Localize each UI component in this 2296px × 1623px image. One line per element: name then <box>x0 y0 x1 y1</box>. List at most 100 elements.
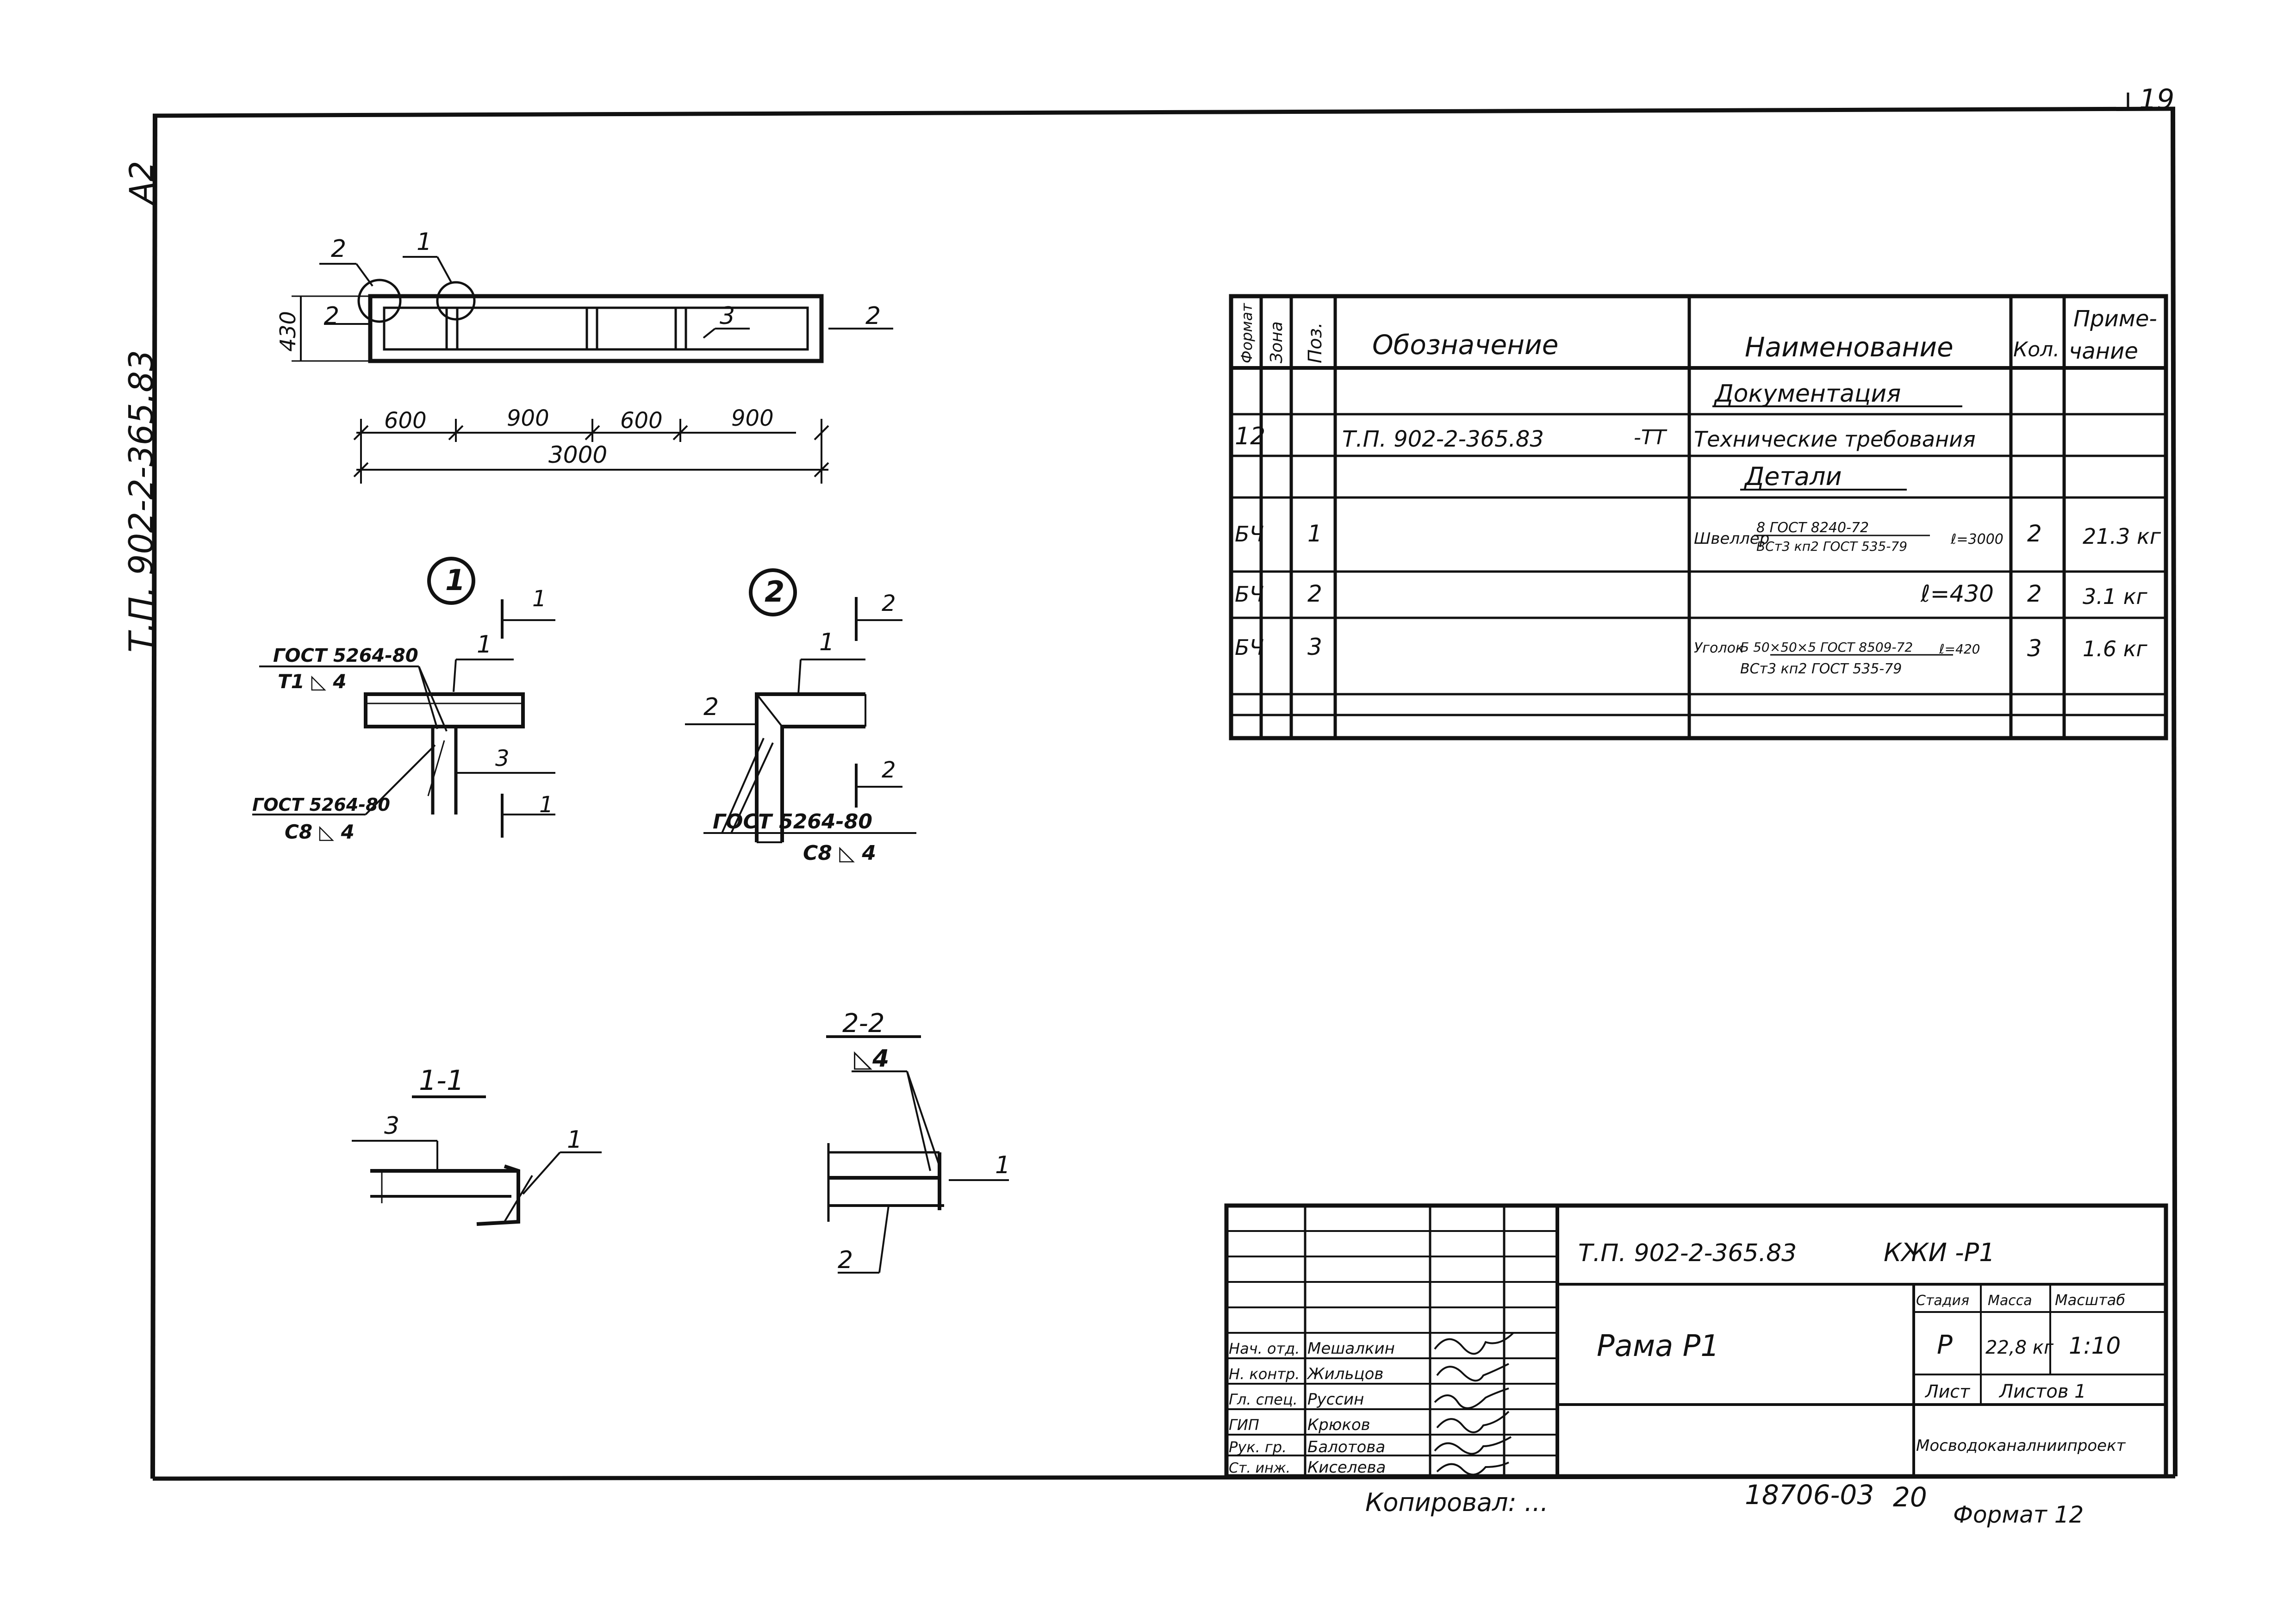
spec-header-designation: Обозначение <box>1372 329 1558 361</box>
stamp-signer-name-1: Мешалкин <box>1307 1339 1395 1358</box>
stamp-scale: 1:10 <box>2069 1332 2121 1359</box>
node-2-weld-symbol: С8 ◺ 4 <box>803 841 876 865</box>
title-block <box>1224 1203 2168 1479</box>
stamp-signer-role-3: Гл. спец. <box>1229 1391 1298 1408</box>
spec-table <box>1229 294 2168 740</box>
elevation-total-dim: 3000 <box>548 442 607 468</box>
stamp-col-stage: Стадия <box>1916 1293 1969 1309</box>
spec-row-6-name-top: Б 50×50×5 ГОСТ 8509-72 <box>1740 640 1913 655</box>
section-1-1-label-3: 3 <box>384 1112 399 1140</box>
node-1-weld-bot-symbol: С8 ◺ 4 <box>285 821 355 843</box>
stamp-signer-name-3: Руссин <box>1307 1390 1364 1409</box>
elevation-dim-4: 900 <box>731 405 774 431</box>
spec-row-2-designation: Т.П. 902-2-365.83 <box>1342 426 1544 452</box>
node-2-label-2: 2 <box>703 693 719 721</box>
node-1-number: 1 <box>445 563 465 597</box>
spec-row-2-format: 12 <box>1235 423 1265 450</box>
section-2-2-title: 2-2 <box>842 1008 884 1038</box>
spec-row-6-pos: 3 <box>1307 634 1322 660</box>
spec-row-4-pos: 1 <box>1307 520 1322 547</box>
stamp-signer-name-6: Киселева <box>1307 1458 1386 1477</box>
node-1-label-3: 3 <box>495 746 510 771</box>
corner-mark: А2 <box>123 161 161 205</box>
spec-row-5-length: ℓ=430 <box>1920 580 1994 607</box>
stamp-signer-role-5: Рук. гр. <box>1229 1438 1287 1456</box>
spec-row-5-pos: 2 <box>1307 580 1322 607</box>
stamp-title: Рама Р1 <box>1597 1329 1719 1363</box>
spec-row-6-length: ℓ=420 <box>1939 641 1980 657</box>
node-1-cut-top: 1 <box>532 586 547 612</box>
spec-row-5-qty: 2 <box>2027 580 2042 607</box>
node-1-weld-top-std: ГОСТ 5264-80 <box>273 645 418 666</box>
spec-row-6-name: Уголок <box>1694 640 1744 656</box>
elevation-mark-2: 2 <box>331 235 346 263</box>
footer-format: Формат 12 <box>1953 1501 2084 1528</box>
spec-row-4-name-bottom: ВСт3 кп2 ГОСТ 535-79 <box>1756 539 1907 554</box>
stamp-col-mass: Масса <box>1988 1293 2032 1309</box>
footer-copied: Копировал: ... <box>1365 1488 1548 1517</box>
stamp-sheet-label: Лист <box>1924 1381 1971 1402</box>
stamp-signer-role-1: Нач. отд. <box>1229 1340 1300 1357</box>
spec-row-4-name-top: 8 ГОСТ 8240-72 <box>1756 520 1869 536</box>
elevation-right-label: 2 <box>865 302 881 330</box>
spec-row-details: Детали <box>1744 462 1842 491</box>
stamp-stage: Р <box>1937 1330 1953 1360</box>
spec-header-qty: Кол. <box>2013 338 2060 361</box>
stamp-code: Т.П. 902-2-365.83 <box>1578 1239 1797 1267</box>
stamp-signer-name-5: Балотова <box>1307 1438 1385 1456</box>
stamp-signer-role-6: Ст. инж. <box>1229 1460 1290 1476</box>
spec-header-name: Наименование <box>1745 331 1954 363</box>
stamp-organization: Мосводоканалниипроект <box>1916 1436 2126 1455</box>
node-2-number: 2 <box>765 575 784 609</box>
stamp-signer-name-4: Крюков <box>1307 1416 1370 1434</box>
stamp-signer-role-2: Н. контр. <box>1229 1365 1300 1383</box>
section-2-2-label-1: 1 <box>995 1151 1010 1179</box>
spec-row-2-name: Технические требования <box>1694 427 1976 452</box>
elevation-dim-3: 600 <box>620 408 663 434</box>
node-2-label-1: 1 <box>819 628 834 656</box>
spec-header-pos: Поз. <box>1305 322 1326 363</box>
stamp-signer-role-4: ГИП <box>1229 1416 1259 1434</box>
footer-page: 20 <box>1893 1481 1927 1513</box>
node-1-weld-bot-std: ГОСТ 5264-80 <box>252 795 390 815</box>
spec-row-6-note: 1.6 кг <box>2083 636 2148 661</box>
elevation-inner-label: 3 <box>720 302 735 330</box>
section-2-2-label-2: 2 <box>838 1246 853 1274</box>
spec-header-zone: Зона <box>1267 321 1286 363</box>
stamp-signatures <box>1434 1332 1514 1476</box>
node-2-detail <box>685 568 916 843</box>
section-1-1-title: 1-1 <box>419 1064 464 1097</box>
spec-row-4-qty: 2 <box>2027 520 2042 547</box>
spec-row-6-format: БЧ <box>1235 635 1264 660</box>
spec-header-format: Формат <box>1238 303 1256 363</box>
node-1-detail <box>252 557 555 838</box>
spec-row-4-note: 21.3 кг <box>2083 524 2161 549</box>
elevation-dim-2: 900 <box>507 405 549 431</box>
spec-row-6-qty: 3 <box>2027 635 2042 662</box>
section-2-2 <box>826 1035 1009 1274</box>
stamp-sheets-label: Листов 1 <box>1998 1381 2086 1402</box>
frame-elevation <box>292 256 893 484</box>
elevation-height-dim: 430 <box>275 311 300 352</box>
elevation-dim-1: 600 <box>384 408 427 434</box>
spec-row-4-name: Швеллер <box>1694 529 1769 548</box>
spec-header-note-2: чание <box>2069 338 2138 364</box>
stamp-mass: 22,8 кг <box>1985 1337 2054 1358</box>
node-1-label-1: 1 <box>477 631 492 659</box>
node-2-cut-mid: 2 <box>882 757 896 783</box>
side-code: Т.П. 902-2-365.83 <box>122 350 161 653</box>
spec-row-4-format: БЧ <box>1235 522 1264 547</box>
spec-row-5-format: БЧ <box>1235 582 1264 607</box>
node-2-cut-top: 2 <box>882 591 896 616</box>
section-1-1-label-1: 1 <box>567 1126 582 1154</box>
stamp-col-scale: Масштаб <box>2055 1291 2125 1309</box>
section-1-1 <box>352 1095 602 1226</box>
spec-row-6-name-bottom: ВСт3 кп2 ГОСТ 535-79 <box>1740 661 1902 677</box>
sheet-number: 19 <box>2139 83 2174 116</box>
spec-row-2-designation-suffix: -ТТ <box>1634 426 1668 449</box>
section-2-2-weld: ◺4 <box>854 1045 889 1073</box>
stamp-mark: КЖИ -Р1 <box>1884 1238 1995 1267</box>
spec-row-5-note: 3.1 кг <box>2083 584 2148 609</box>
elevation-mark-1: 1 <box>417 228 432 256</box>
